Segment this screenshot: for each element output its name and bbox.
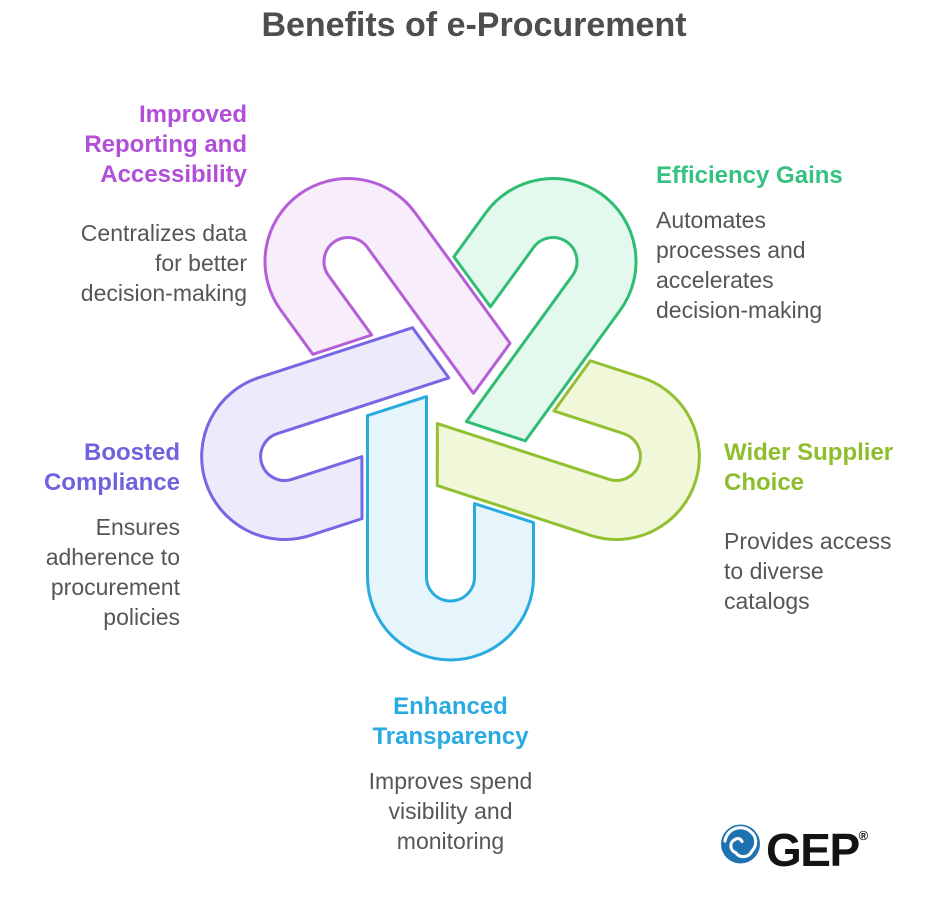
benefit-efficiency-gains-heading: Efficiency Gains [656, 162, 843, 189]
gep-logo-text: GEP® [766, 824, 869, 876]
benefit-enhanced-transparency-body: Improves spend visibility and monitoring [368, 768, 533, 854]
gep-logo: GEP® [718, 812, 868, 874]
benefit-improved-reporting-body: Centralizes data for better decision-mak… [80, 220, 247, 306]
registered-mark: ® [858, 828, 869, 843]
page-title: Benefits of e-Procurement [261, 6, 687, 44]
benefit-wider-supplier-choice-body: Provides access to diverse catalogs [724, 528, 892, 614]
benefit-wider-supplier-choice-heading: Wider Supplier Choice [724, 439, 894, 496]
gep-swirl-icon [721, 824, 760, 864]
benefit-efficiency-gains-body: Automates processes and accelerates deci… [656, 207, 823, 323]
benefit-improved-reporting-heading: Improved Reporting and Accessibility [84, 101, 247, 188]
benefit-boosted-compliance-body: Ensures adherence to procurement policie… [45, 514, 180, 630]
benefit-boosted-compliance-heading: Boosted Compliance [43, 439, 180, 496]
benefit-enhanced-transparency-heading: Enhanced Transparency [372, 693, 529, 750]
